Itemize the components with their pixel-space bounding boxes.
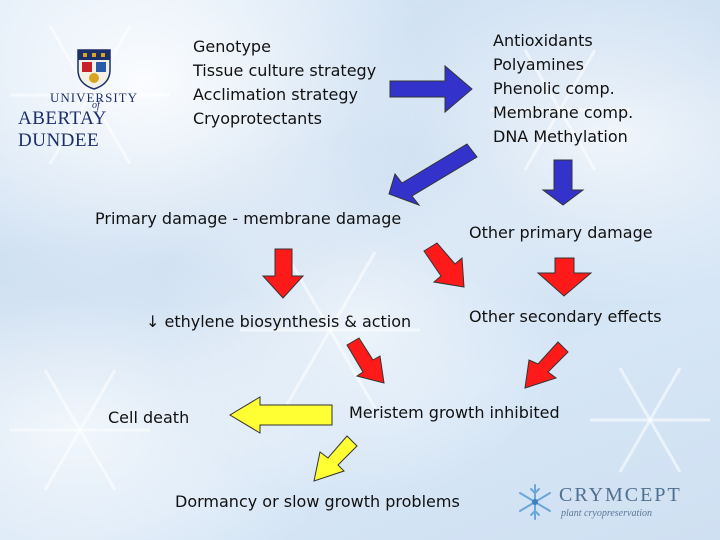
node-other-primary-damage: Other primary damage	[469, 223, 653, 242]
node-meristem: Meristem growth inhibited	[349, 403, 560, 422]
compound-membrane: Membrane comp.	[493, 103, 634, 122]
arrow-other-primary-to-secondary	[536, 257, 593, 297]
node-other-secondary: Other secondary effects	[469, 307, 662, 326]
arrow-meristem-to-cell-death	[229, 396, 333, 434]
arrow-ethylene-to-meristem	[346, 337, 385, 384]
factor-cryoprotectants: Cryoprotectants	[193, 109, 322, 128]
factor-acclimation: Acclimation strategy	[193, 85, 359, 104]
brand-name: CRYMCEPT	[559, 484, 682, 506]
crest-icon	[77, 49, 111, 90]
compound-dna-methylation: DNA Methylation	[493, 127, 628, 146]
compound-polyamines: Polyamines	[493, 55, 584, 74]
node-primary-damage: Primary damage - membrane damage	[95, 209, 402, 228]
factor-tissue-culture: Tissue culture strategy	[193, 61, 377, 80]
arrow-factors-to-compounds	[389, 64, 473, 114]
logo-line-university: UNIVERSITY	[50, 90, 138, 105]
down-arrow-symbol: ↓	[146, 312, 160, 331]
node-cell-death: Cell death	[108, 408, 190, 427]
ethylene-label: ethylene biosynthesis & action	[164, 312, 412, 331]
logo-line-abertay: ABERTAY DUNDEE	[18, 108, 107, 151]
arrow-primary-to-other-secondary	[423, 242, 465, 288]
arrow-compounds-to-other-primary	[541, 159, 585, 206]
node-ethylene: ↓ ethylene biosynthesis & action	[146, 312, 411, 332]
logo-of: of	[92, 100, 100, 111]
arrow-compounds-to-primary-damage	[388, 143, 478, 207]
factor-genotype: Genotype	[193, 37, 271, 56]
compound-phenolic: Phenolic comp.	[493, 79, 615, 98]
crymcept-logo: CRYMCEPT plant cryopreservation	[515, 482, 705, 524]
arrow-secondary-to-meristem	[524, 341, 569, 389]
arrow-primary-to-ethylene	[261, 248, 305, 299]
compound-antioxidants: Antioxidants	[493, 31, 593, 50]
brand-tagline: plant cryopreservation	[561, 508, 653, 519]
university-logo: UNIVERSITY of ABERTAY DUNDEE	[16, 48, 176, 151]
snowflake-icon	[519, 484, 551, 520]
node-dormancy: Dormancy or slow growth problems	[175, 492, 460, 511]
arrow-meristem-to-dormancy	[313, 435, 358, 482]
